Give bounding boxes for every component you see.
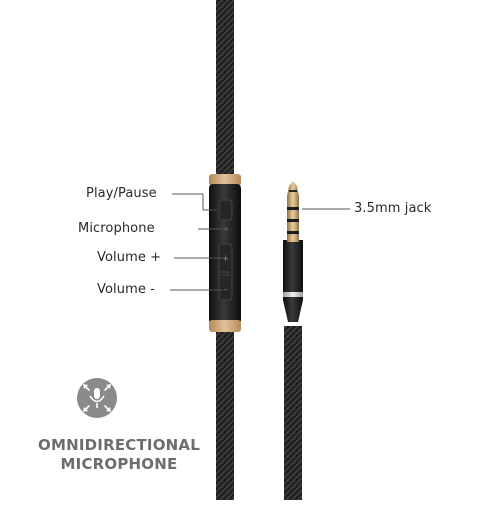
remote-bottom-cap (209, 320, 241, 332)
remote-top-cap (209, 174, 241, 186)
volume-plus-glyph: + (222, 254, 230, 264)
omnidirectional-microphone-icon (77, 378, 117, 418)
volume-minus-glyph: – (223, 285, 228, 295)
jack-housing (283, 240, 303, 322)
callout-jack: 3.5mm jack (354, 201, 432, 216)
audio-jack (283, 181, 303, 322)
omnidirectional-badge-title: OMNIDIRECTIONAL MICROPHONE (34, 436, 204, 474)
inline-remote: + – (209, 174, 241, 332)
badge-title-line1: OMNIDIRECTIONAL (38, 436, 200, 454)
callout-microphone: Microphone (78, 221, 155, 236)
callout-volume-down: Volume - (97, 282, 155, 297)
callout-volume-up: Volume + (97, 250, 162, 265)
leader-lines (170, 193, 350, 291)
badge-title-line2: MICROPHONE (60, 455, 178, 473)
jack-tip (287, 181, 299, 196)
cable-lower-left (216, 332, 234, 500)
cable-right (284, 326, 302, 500)
cable-upper-left (216, 0, 234, 178)
mic-hole (224, 227, 228, 231)
jack-silver-ring (283, 292, 303, 297)
play-pause-button (218, 199, 233, 221)
callout-play-pause: Play/Pause (86, 186, 157, 201)
